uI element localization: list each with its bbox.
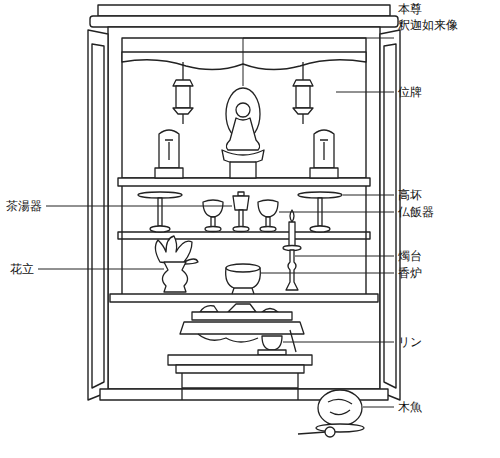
front-stand [168,355,312,365]
rin [262,336,282,350]
part-label: リン [398,335,422,349]
offering [228,304,256,312]
valance [122,52,366,70]
inner-edge [365,186,366,294]
altar-items [138,62,364,437]
buppanki [258,200,278,217]
leader-line [38,269,164,270]
chatouki [233,196,249,210]
mokugyo-carving [328,399,352,414]
part-label: 木魚 [398,400,422,414]
leader-line [243,38,394,86]
pedestal [230,162,256,178]
ihai [314,130,334,168]
flower-vase [162,262,187,292]
leader-line [363,407,394,408]
takatsuki [150,226,170,232]
part-label: 位牌 [398,85,422,99]
buppanki [211,217,215,227]
ihai-mark [320,140,328,160]
part-label: 高坏 [398,188,422,202]
lantern-cord [302,62,303,80]
rin-stick [290,330,296,352]
part-label: 釈迦如来像 [398,18,458,32]
lantern [176,86,190,108]
lantern-tassel [302,114,303,124]
leader-line [343,195,394,196]
leader-line [279,212,394,213]
part-label: 燭台 [398,249,422,263]
offering-table [192,312,292,320]
lantern [293,108,313,114]
part-label: 仏飯器 [398,205,434,219]
shelf [118,232,370,239]
mokugyo-cushion [316,424,364,432]
chatouki [239,210,243,227]
front-stand [176,365,304,373]
rin-cushion [258,350,286,355]
chatouki [233,227,249,232]
stand-legs [182,373,298,400]
leader-line [283,342,394,343]
ihai-base [310,168,338,178]
buddha-head [236,103,250,117]
candle [289,222,295,246]
cloth [198,334,258,342]
leader-line [46,206,232,207]
mallet-head [325,427,335,437]
leader-lines [38,38,394,407]
part-label: 茶湯器 [6,199,42,213]
shelf [118,178,370,186]
ihai-mark [165,140,173,160]
lantern [173,80,193,86]
buddha-body [226,118,259,150]
incense-burner [232,288,254,294]
right-door [380,30,400,400]
takatsuki [310,226,330,232]
door-panel [384,44,396,388]
shelf [110,294,378,302]
cabinet-body [108,27,380,389]
takatsuki [298,192,342,198]
lantern-cord [182,62,183,80]
cornice [90,16,398,27]
lantern [173,108,193,114]
incense-burner [226,264,260,272]
cornice [98,5,390,16]
inner-chamber [122,38,366,178]
lantern-tassel [182,114,183,124]
inner-edge [121,186,122,294]
ihai-base [155,168,183,178]
offering-table [180,322,304,334]
left-door [88,30,108,400]
buppanki [205,227,221,232]
leader-line [336,92,394,93]
part-label: 香炉 [398,266,422,280]
offering [200,306,218,312]
buppanki [260,227,276,232]
buppanki [203,200,223,217]
mallet [298,432,326,434]
leader-line [295,256,394,257]
cabinet [88,5,400,400]
mokugyo [318,390,362,426]
ihai [159,130,179,168]
lantern [293,80,313,86]
takatsuki [138,192,182,198]
lantern [296,86,310,108]
leader-line [261,273,394,274]
door-panel [92,44,104,388]
buppanki [266,217,270,227]
part-label: 本尊 [398,2,422,16]
part-label: 花立 [10,262,34,276]
takatsuki [158,198,162,226]
flowers [155,236,198,264]
